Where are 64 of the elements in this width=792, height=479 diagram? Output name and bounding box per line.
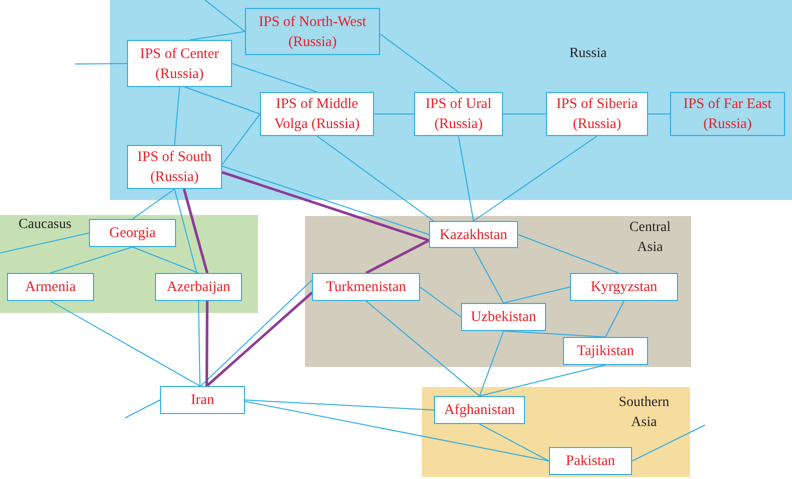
link-line bbox=[244, 400, 434, 410]
system-box: IPS of Middle Volga (Russia) bbox=[260, 92, 374, 136]
system-box: Georgia bbox=[89, 219, 176, 247]
link-line bbox=[479, 330, 504, 396]
system-box: IPS of Center (Russia) bbox=[127, 40, 232, 87]
link-line bbox=[380, 33, 459, 92]
link-line bbox=[0, 232, 90, 254]
link-line bbox=[503, 286, 570, 304]
region-panel bbox=[422, 387, 690, 477]
link-line bbox=[244, 400, 550, 462]
region-heading: Central Asia bbox=[628, 219, 672, 257]
highlighted-link-line bbox=[365, 239, 430, 274]
link-line bbox=[479, 424, 550, 462]
link-line bbox=[518, 234, 620, 274]
link-line bbox=[74, 63, 128, 64]
region-heading: Caucasus bbox=[18, 216, 72, 234]
link-line bbox=[366, 300, 480, 396]
system-box: IPS of Ural (Russia) bbox=[414, 92, 503, 136]
link-line bbox=[50, 246, 133, 274]
system-box: Armenia bbox=[7, 273, 94, 301]
system-box: IPS of North-West (Russia) bbox=[245, 8, 380, 55]
region-panel bbox=[110, 0, 792, 200]
system-box: Turkmenistan bbox=[312, 273, 420, 301]
link-line bbox=[50, 300, 200, 386]
link-line bbox=[458, 136, 474, 222]
link-line bbox=[420, 286, 462, 318]
system-box: Iran bbox=[160, 386, 245, 414]
system-box: Kazakhstan bbox=[429, 221, 518, 248]
link-line bbox=[184, 86, 260, 114]
link-line bbox=[174, 188, 198, 274]
link-line bbox=[198, 300, 200, 386]
highlighted-link-line bbox=[205, 301, 208, 386]
link-line bbox=[204, 0, 246, 32]
link-line bbox=[503, 330, 606, 338]
highlighted-link-line bbox=[182, 188, 208, 274]
link-line bbox=[190, 31, 246, 40]
link-line bbox=[132, 246, 199, 274]
system-box: Kyrgyzstan bbox=[570, 273, 678, 301]
system-box: IPS of Far East (Russia) bbox=[670, 92, 785, 136]
system-box: Azerbaijan bbox=[155, 273, 242, 301]
link-line bbox=[232, 63, 318, 92]
system-box: Pakistan bbox=[549, 447, 632, 475]
highlighted-link-line bbox=[222, 171, 430, 242]
link-line bbox=[222, 166, 430, 235]
highlighted-link-line bbox=[206, 292, 313, 387]
link-line bbox=[479, 364, 606, 396]
link-line bbox=[632, 424, 706, 462]
region-panel bbox=[0, 215, 258, 313]
link-line bbox=[200, 280, 312, 386]
region-panel bbox=[305, 216, 691, 367]
link-line bbox=[473, 136, 598, 222]
system-box: Tajikistan bbox=[563, 337, 648, 365]
system-box: IPS of Siberia (Russia) bbox=[546, 92, 648, 136]
link-line bbox=[316, 136, 434, 222]
region-heading: Russia bbox=[568, 45, 608, 63]
region-heading: Southern Asia bbox=[618, 394, 670, 432]
link-line bbox=[222, 114, 260, 166]
link-line bbox=[124, 400, 160, 418]
system-box: IPS of South (Russia) bbox=[127, 145, 222, 189]
link-line bbox=[174, 86, 180, 146]
link-line bbox=[473, 248, 504, 304]
link-line bbox=[605, 300, 624, 338]
system-box: Uzbekistan bbox=[461, 303, 546, 331]
system-box: Afghanistan bbox=[434, 396, 525, 424]
